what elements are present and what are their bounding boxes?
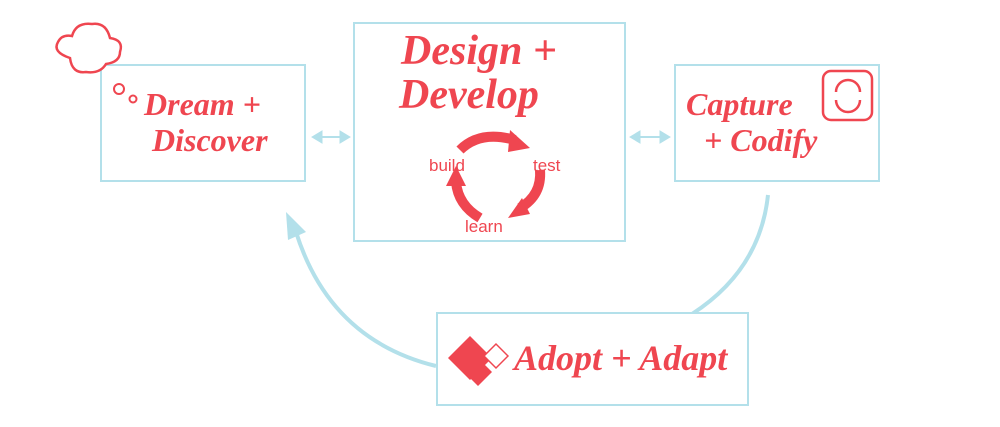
stage-capture-codify: Capture + Codify: [674, 64, 880, 182]
stage-dream-discover: Dream + Discover: [100, 64, 306, 182]
dream-line1: Dream +: [144, 86, 261, 122]
cycle-learn: learn: [465, 217, 503, 236]
capture-line2: + Codify: [704, 122, 818, 158]
capture-line1: Capture: [686, 86, 793, 122]
arc-adopt-to-dream: [294, 231, 437, 368]
design-line1: Design +: [401, 28, 557, 74]
design-line2: Develop: [399, 72, 539, 118]
double-arrow-icon: [311, 130, 351, 144]
adopt-title: Adopt + Adapt: [514, 338, 728, 378]
double-arrow-icon: [629, 130, 671, 144]
dream-line2: Discover: [152, 122, 268, 158]
arrowhead-icon: [286, 212, 306, 240]
arc-capture-to-adopt: [690, 194, 770, 316]
